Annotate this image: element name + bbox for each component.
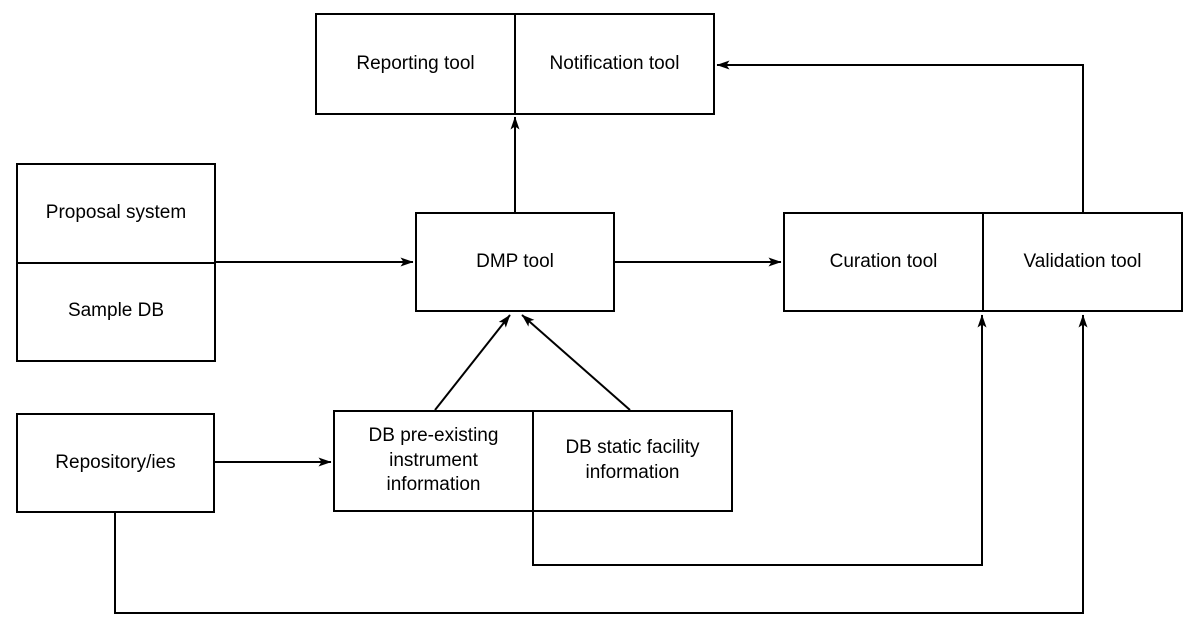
db-facility-label: DB static facility information	[565, 437, 700, 483]
node-proposal-system: Proposal system	[18, 165, 214, 262]
node-curation-tool: Curation tool	[785, 214, 982, 310]
node-validation-tool: Validation tool	[982, 214, 1181, 310]
curation-validation-group: Curation tool Validation tool	[783, 212, 1183, 312]
proposal-sample-group: Proposal system Sample DB	[16, 163, 216, 362]
node-db-instrument: DB pre-existing instrument information	[335, 412, 532, 510]
notification-tool-label: Notification tool	[549, 52, 680, 74]
connector-repository-to-validation	[114, 314, 1088, 614]
connector-db-to-curation-validation	[532, 314, 987, 566]
reporting-tool-label: Reporting tool	[356, 52, 475, 74]
repository-label: Repository/ies	[55, 451, 176, 473]
node-sample-db: Sample DB	[18, 261, 214, 360]
db-instrument-label: DB pre-existing instrument information	[368, 424, 499, 496]
db-information-group: DB pre-existing instrument information D…	[333, 410, 733, 512]
node-reporting-tool: Reporting tool	[317, 15, 514, 113]
validation-tool-label: Validation tool	[1023, 250, 1142, 272]
node-notification-tool: Notification tool	[514, 15, 713, 113]
connector-db-facility-to-dmp	[521, 314, 631, 411]
dmp-tool-label: DMP tool	[476, 250, 554, 272]
connector-db-instrument-to-dmp	[434, 314, 511, 411]
node-repository: Repository/ies	[16, 413, 215, 513]
curation-tool-label: Curation tool	[829, 250, 938, 272]
proposal-system-label: Proposal system	[45, 201, 187, 223]
node-dmp-tool: DMP tool	[415, 212, 615, 312]
node-db-facility: DB static facility information	[532, 412, 731, 510]
sample-db-label: Sample DB	[67, 300, 165, 322]
reporting-notification-group: Reporting tool Notification tool	[315, 13, 715, 115]
connector-validation-to-notification	[716, 60, 1084, 212]
